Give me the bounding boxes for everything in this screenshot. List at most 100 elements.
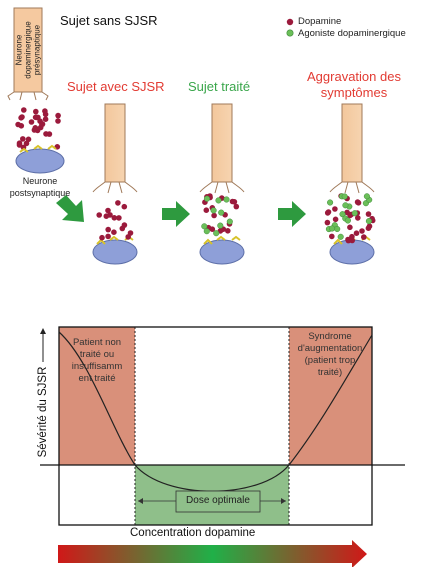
severity-chart [40,326,405,526]
agonist-dot [203,228,210,235]
dopamine-dot [324,210,331,216]
dopamine-dot [329,233,335,240]
dopamine-cluster-sjsr [96,200,134,241]
dopamine-dot [33,108,39,115]
dopamine-dot [353,230,360,236]
postsynaptic-neuron-normal [15,144,65,174]
panel-treated [199,103,245,265]
agonist-dot [339,211,346,218]
dopamine-dot [111,229,117,235]
dopamine-dot [15,121,21,128]
dopamine-dot [359,228,365,234]
right-zone [289,327,372,465]
arrow-3 [278,201,306,227]
agonist-dot [226,218,233,225]
agonist-dot [217,222,224,229]
dopamine-dot [332,206,338,212]
dopamine-dot [99,234,105,241]
dopamine-cluster-normal [15,107,61,151]
dopamine-dot [111,215,118,221]
dopamine-dot [43,131,49,137]
dopamine-dot [23,140,30,147]
dopamine-dot [324,219,331,226]
agonist-dot [213,230,220,237]
presynaptic-label: Neurone dopaminergique présynaptique [14,21,42,79]
legend-agonist-label: Agoniste dopaminergique [298,28,406,39]
presynaptic-neuron-normal [7,7,49,101]
dopamine-dot [119,225,126,232]
progress-arrows [56,195,306,227]
dopamine-dot [19,114,25,120]
dopamine-dot [96,212,102,218]
dopamine-dot [55,112,61,119]
dopamine-dot [365,211,372,217]
dopamine-dot [39,121,46,127]
dopamine-dot [347,224,353,231]
legend-dopamine-label: Dopamine [298,16,342,27]
panel-aggravation-label-1: Aggravation des [307,69,401,84]
dopamine-dot [42,116,49,122]
dopamine-dot [32,125,39,131]
dopamine-dot [42,111,49,118]
optimal-dose-label: Dose optimale [186,495,250,506]
y-axis-label: Sévérité du SJSR [37,366,49,458]
dopamine-dot [229,198,236,205]
dopamine-dot [105,226,111,233]
postsynaptic-label-line1: Neurone [22,176,58,186]
dopamine-dot [21,107,27,113]
dopamine-dot [55,118,61,124]
dopamine-dot [345,237,352,244]
agonist-dot [334,225,341,233]
dopamine-dot [361,234,367,240]
dopamine-dot [209,226,216,232]
x-axis-label: Concentration dopamine [130,527,256,539]
agonist-dot [218,209,225,216]
dopamine-dot [105,233,111,240]
legend-dopamine-dot [286,18,294,26]
agonist-dot [341,193,348,200]
dopamine-cluster-treated [201,193,240,237]
dopamine-dot [115,200,121,206]
agonist-dot [223,196,230,203]
dopamine-dot [347,212,353,219]
agonist-dot [342,202,349,209]
panel-sjsr [92,103,138,265]
agonist-dot [351,210,358,217]
dopamine-dot [233,203,240,210]
right-zone-label: Syndrome d'augmentation (patient trop tr… [297,331,363,378]
postsynaptic-label-line2: postsynaptique [9,188,71,198]
dopamine-dot [105,207,111,214]
agonist-dot [363,193,370,200]
panel-aggravation-label-2: symptômes [320,85,388,100]
agonist-dot [215,197,222,204]
dopamine-dot [116,215,122,221]
agonist-dot [329,225,336,232]
dopamine-dot [20,136,26,142]
dopamine-dot [103,213,110,219]
dopamine-dot [28,119,35,125]
dopamine-dot [355,215,361,221]
dopamine-dot [355,200,362,206]
arrow-2 [162,201,190,227]
dopamine-dot [365,225,372,231]
agonist-dot [327,199,334,206]
agonist-dot [337,233,344,240]
agonist-dot [201,223,208,230]
dopamine-dot [203,207,210,213]
dopamine-dot [332,216,339,223]
concentration-gradient-arrow [58,540,367,567]
agonist-dot [365,218,372,225]
dopamine-dot [225,228,231,234]
arrow-1 [56,195,84,222]
panel-sjsr-label: Sujet avec SJSR [67,79,165,94]
dopamine-dot [211,212,217,219]
left-zone-label: Patient non traité ou insuffisamm ent tr… [71,337,123,384]
agonist-dot [210,207,217,214]
agonist-dot [344,217,351,224]
panel-treated-label: Sujet traité [188,79,251,94]
dopamine-dot [33,114,40,121]
dopamine-dot [121,203,128,210]
panel-aggravation [329,103,375,265]
legend-agonist-dot [286,29,294,37]
